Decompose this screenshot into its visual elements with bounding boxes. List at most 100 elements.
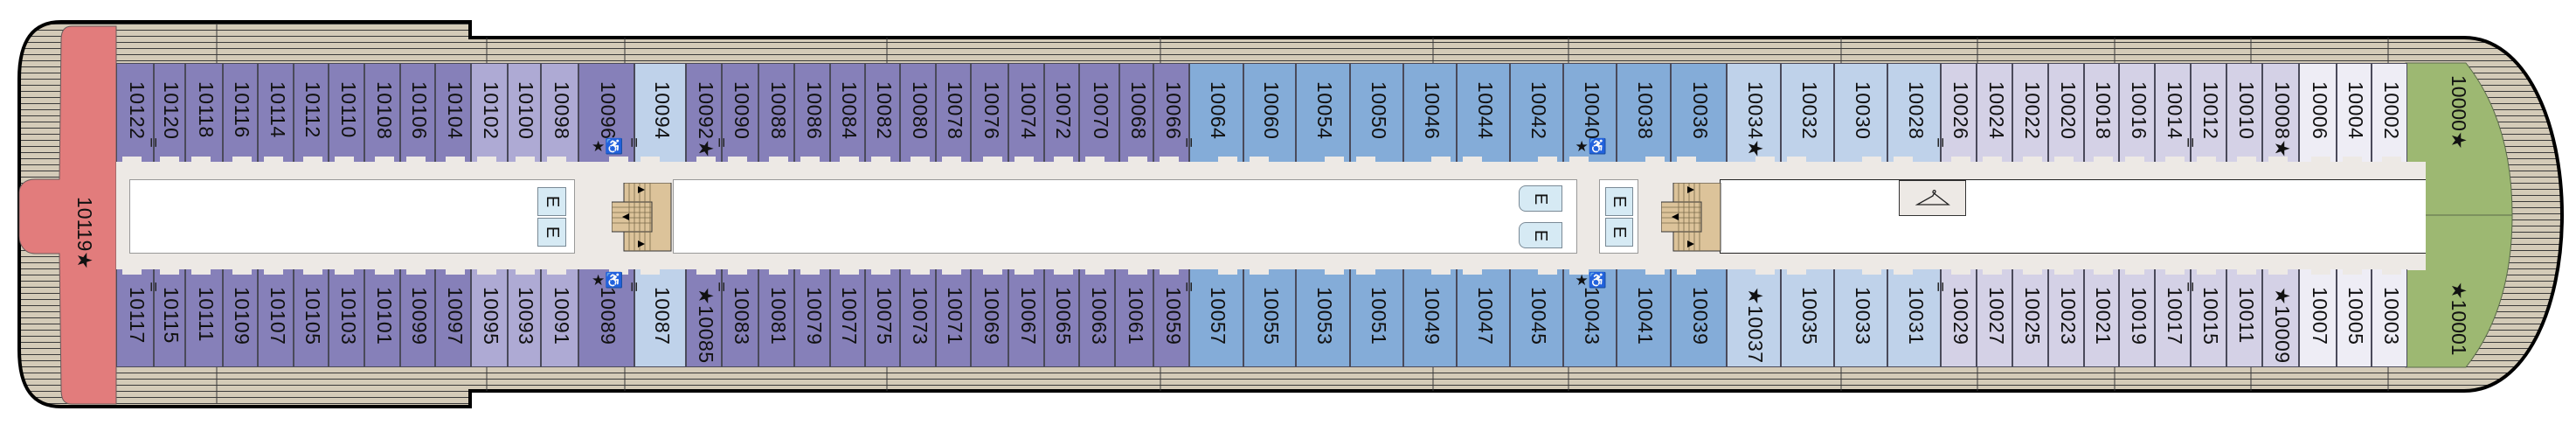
cabin-10085[interactable]: ★10085 <box>686 269 722 367</box>
cabin-10023[interactable]: 10023 <box>2048 269 2084 367</box>
cabin-10076[interactable]: 10076 <box>971 63 1008 162</box>
cabin-10088[interactable]: 10088 <box>758 63 794 162</box>
cabin-10032[interactable]: 10032 <box>1781 63 1834 162</box>
cabin-10022[interactable]: 10022 <box>2012 63 2048 162</box>
cabin-10112[interactable]: 10112 <box>294 63 329 162</box>
cabin-10009[interactable]: ★10009 <box>2262 269 2299 367</box>
cabin-10020[interactable]: 10020 <box>2048 63 2084 162</box>
cabin-10002[interactable]: 10002 <box>2372 63 2407 162</box>
cabin-10066[interactable]: 10066 <box>1153 63 1189 162</box>
cabin-10083[interactable]: 10083 <box>722 269 758 367</box>
cabin-10011[interactable]: 10011 <box>2226 269 2262 367</box>
cabin-10012[interactable]: 10012 <box>2191 63 2226 162</box>
cabin-10005[interactable]: 10005 <box>2337 269 2372 367</box>
cabin-10097[interactable]: 10097 <box>435 269 471 367</box>
cabin-10106[interactable]: 10106 <box>400 63 435 162</box>
cabin-10107[interactable]: 10107 <box>258 269 294 367</box>
cabin-10059[interactable]: 10059 <box>1153 269 1189 367</box>
cabin-10006[interactable]: 10006 <box>2299 63 2337 162</box>
cabin-10029[interactable]: 10029 <box>1941 269 1977 367</box>
cabin-10100[interactable]: 10100 <box>508 63 541 162</box>
cabin-10081[interactable]: 10081 <box>758 269 794 367</box>
cabin-10031[interactable]: 10031 <box>1887 269 1941 367</box>
cabin-10067[interactable]: 10067 <box>1008 269 1044 367</box>
cabin-10033[interactable]: 10033 <box>1834 269 1887 367</box>
cabin-10034[interactable]: 10034★ <box>1727 63 1781 162</box>
cabin-10057[interactable]: 10057 <box>1189 269 1243 367</box>
cabin-10019[interactable]: 10019 <box>2119 269 2155 367</box>
cabin-10091[interactable]: 10091 <box>541 269 578 367</box>
cabin-10040[interactable]: 10040★♿ <box>1563 63 1617 162</box>
cabin-10063[interactable]: 10063 <box>1079 269 1115 367</box>
cabin-10047[interactable]: 10047 <box>1457 269 1510 367</box>
cabin-10042[interactable]: 10042 <box>1510 63 1563 162</box>
cabin-10120[interactable]: 10120 <box>154 63 185 162</box>
cabin-10045[interactable]: 10045 <box>1510 269 1563 367</box>
cabin-10069[interactable]: 10069 <box>971 269 1008 367</box>
cabin-10087[interactable]: 10087 <box>634 269 686 367</box>
cabin-10104[interactable]: 10104 <box>435 63 471 162</box>
cabin-10117[interactable]: 10117 <box>116 269 154 367</box>
cabin-10017[interactable]: 10017 <box>2155 269 2191 367</box>
cabin-10050[interactable]: 10050 <box>1350 63 1403 162</box>
forward-suite-10000[interactable]: 10000★ <box>2448 75 2470 150</box>
cabin-10021[interactable]: 10021 <box>2084 269 2119 367</box>
cabin-10070[interactable]: 10070 <box>1079 63 1119 162</box>
cabin-10038[interactable]: 10038 <box>1617 63 1671 162</box>
cabin-10044[interactable]: 10044 <box>1457 63 1510 162</box>
cabin-10095[interactable]: 10095 <box>471 269 508 367</box>
cabin-10079[interactable]: 10079 <box>794 269 830 367</box>
cabin-10101[interactable]: 10101 <box>364 269 400 367</box>
cabin-10054[interactable]: 10054 <box>1296 63 1350 162</box>
cabin-10102[interactable]: 10102 <box>471 63 508 162</box>
cabin-10061[interactable]: 10061 <box>1115 269 1153 367</box>
cabin-10051[interactable]: 10051 <box>1350 269 1403 367</box>
cabin-10018[interactable]: 10018 <box>2084 63 2119 162</box>
cabin-10053[interactable]: 10053 <box>1296 269 1350 367</box>
cabin-10072[interactable]: 10072 <box>1044 63 1079 162</box>
cabin-10074[interactable]: 10074 <box>1008 63 1044 162</box>
cabin-10077[interactable]: 10077 <box>830 269 865 367</box>
cabin-10008[interactable]: 10008★ <box>2262 63 2299 162</box>
cabin-10078[interactable]: 10078 <box>936 63 971 162</box>
cabin-10024[interactable]: 10024 <box>1977 63 2012 162</box>
cabin-10098[interactable]: 10098 <box>541 63 578 162</box>
cabin-10108[interactable]: 10108 <box>364 63 400 162</box>
cabin-10037[interactable]: ★10037 <box>1727 269 1781 367</box>
cabin-10105[interactable]: 10105 <box>294 269 329 367</box>
cabin-10099[interactable]: 10099 <box>400 269 435 367</box>
cabin-10075[interactable]: 10075 <box>865 269 900 367</box>
cabin-10007[interactable]: 10007 <box>2299 269 2337 367</box>
cabin-10041[interactable]: 10041 <box>1617 269 1671 367</box>
cabin-10030[interactable]: 10030 <box>1834 63 1887 162</box>
cabin-10060[interactable]: 10060 <box>1243 63 1296 162</box>
cabin-10035[interactable]: 10035 <box>1781 269 1834 367</box>
cabin-10086[interactable]: 10086 <box>794 63 830 162</box>
cabin-10093[interactable]: 10093 <box>508 269 541 367</box>
cabin-10084[interactable]: 10084 <box>830 63 865 162</box>
cabin-10092[interactable]: 10092★ <box>686 63 722 162</box>
cabin-10073[interactable]: 10073 <box>900 269 936 367</box>
cabin-10089[interactable]: 10089★♿ <box>578 269 634 367</box>
cabin-10064[interactable]: 10064 <box>1189 63 1243 162</box>
aft-suite-10119[interactable]: 10119★ <box>73 197 96 269</box>
cabin-10109[interactable]: 10109 <box>223 269 258 367</box>
cabin-10049[interactable]: 10049 <box>1403 269 1457 367</box>
cabin-10016[interactable]: 10016 <box>2119 63 2155 162</box>
cabin-10111[interactable]: 10111 <box>185 269 223 367</box>
cabin-10114[interactable]: 10114 <box>258 63 294 162</box>
cabin-10094[interactable]: 10094 <box>634 63 686 162</box>
cabin-10065[interactable]: 10065 <box>1044 269 1079 367</box>
cabin-10014[interactable]: 10014 <box>2155 63 2191 162</box>
cabin-10043[interactable]: 10043★♿ <box>1563 269 1617 367</box>
cabin-10003[interactable]: 10003 <box>2372 269 2407 367</box>
cabin-10071[interactable]: 10071 <box>936 269 971 367</box>
cabin-10028[interactable]: 10028 <box>1887 63 1941 162</box>
cabin-10122[interactable]: 10122 <box>116 63 154 162</box>
forward-suite-10001[interactable]: ★10001 <box>2448 282 2470 356</box>
cabin-10090[interactable]: 10090 <box>722 63 758 162</box>
cabin-10025[interactable]: 10025 <box>2012 269 2048 367</box>
cabin-10004[interactable]: 10004 <box>2337 63 2372 162</box>
cabin-10015[interactable]: 10015 <box>2191 269 2226 367</box>
cabin-10068[interactable]: 10068 <box>1119 63 1153 162</box>
